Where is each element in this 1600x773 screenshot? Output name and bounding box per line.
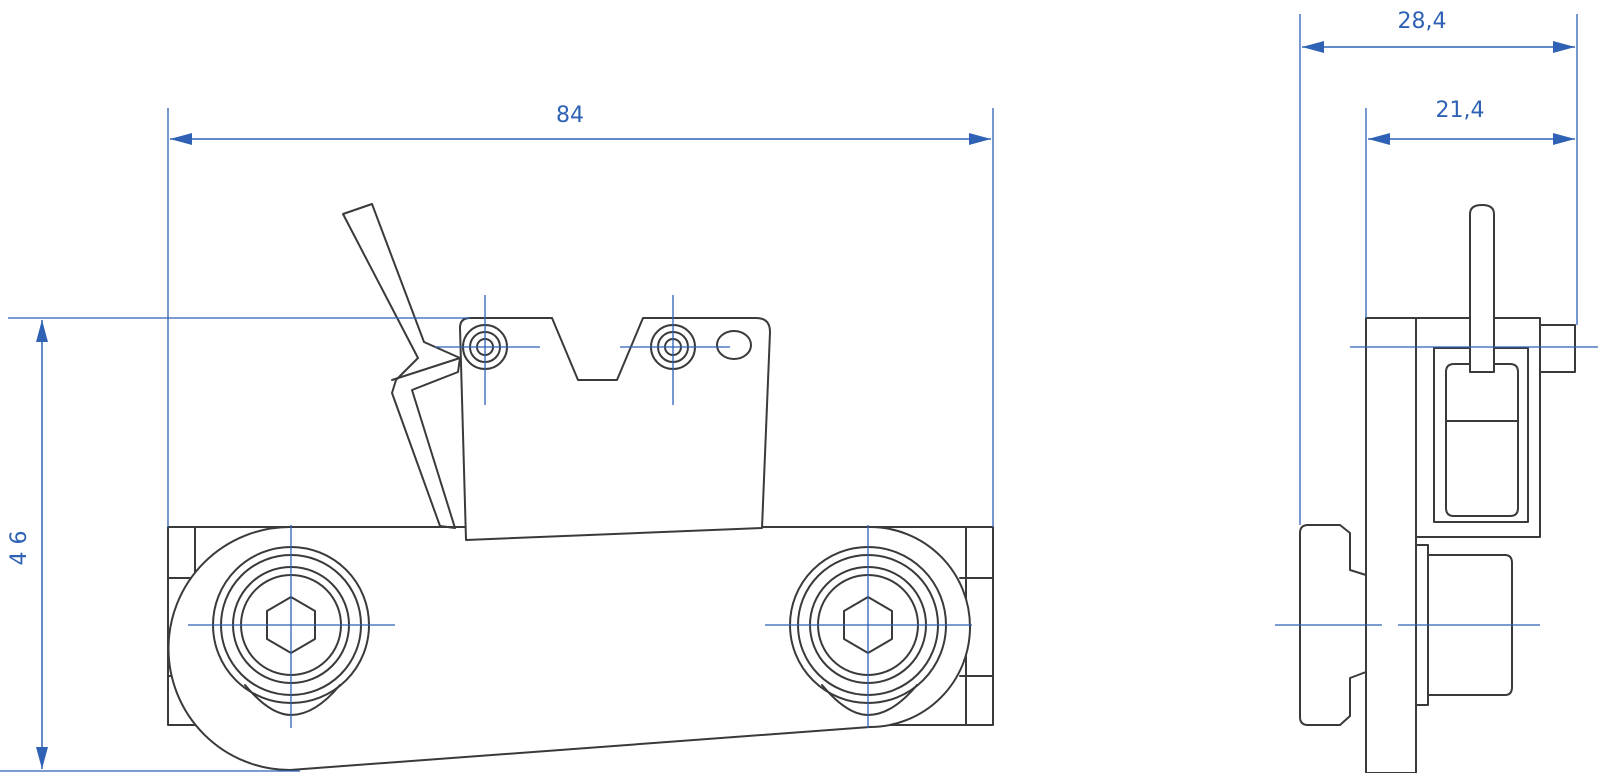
side-base-plate [1365,317,1417,773]
width-dimension-label: 84 [556,103,584,128]
side-plunger-pin [1469,204,1495,373]
inner-width-dimension-label: 21,4 [1436,98,1485,123]
front-extension-lines [0,108,994,772]
side-view: 28,4 21,4 [1275,9,1598,773]
side-extension-lines [1299,14,1578,525]
slotted-bracket [167,526,971,771]
switch-lever [342,203,461,529]
overall-width-dimension-label: 28,4 [1398,9,1447,34]
front-view: 84 4 6 [0,103,994,772]
height-dimension-label: 4 6 [7,531,32,566]
micro-switch [342,203,771,541]
side-switch-window [1433,347,1529,523]
width-dimension: 84 [170,103,991,145]
overall-width-dimension: 28,4 [1302,9,1575,53]
front-center-lines [188,295,972,728]
side-center-lines [1275,346,1598,626]
switch-body [459,317,771,541]
inner-width-dimension: 21,4 [1368,98,1575,145]
height-dimension: 4 6 [7,320,48,769]
